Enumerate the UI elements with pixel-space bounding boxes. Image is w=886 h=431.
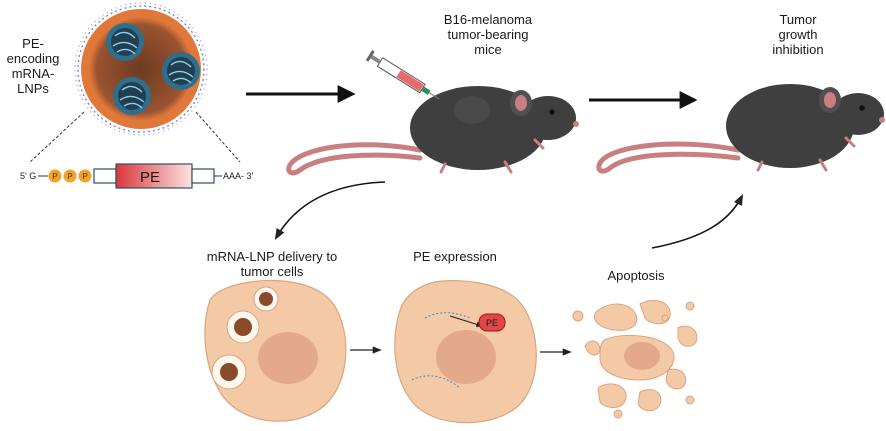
- lnp-label-line-4: LNPs: [17, 81, 49, 96]
- pe-gene-label: PE: [140, 169, 160, 186]
- phosphate-label-3: P: [82, 172, 87, 181]
- mouse-head: [520, 96, 576, 140]
- mice-label: B16-melanoma tumor-bearing mice: [428, 12, 548, 57]
- mice-label-line-1: B16-melanoma: [443, 12, 533, 27]
- delivery-label: mRNA-LNP delivery to tumor cells: [192, 249, 352, 279]
- syringe-icon: [365, 50, 440, 100]
- mouse-ear: [824, 92, 836, 108]
- lnp-label-line-2: encoding: [6, 51, 60, 66]
- delivery-label-line-2: tumor cells: [240, 264, 304, 279]
- pe-protein-label: PE: [486, 318, 498, 328]
- tumor-bump: [454, 96, 490, 124]
- nucleus: [258, 332, 318, 384]
- mice-label-line-2: tumor-bearing: [447, 27, 529, 42]
- utr-3-box: [191, 168, 215, 184]
- cell-delivery: [204, 279, 347, 422]
- cell-expression: PE: [394, 280, 537, 424]
- pe-protein: [478, 313, 506, 332]
- mouse-eye: [859, 105, 865, 111]
- lnp-label-line-3: mRNA-: [11, 66, 55, 81]
- nucleus: [436, 330, 496, 384]
- five-prime-label: 5' G: [20, 171, 36, 181]
- lnp-label-line-1: PE-: [22, 36, 44, 51]
- mouse-tail: [596, 141, 741, 174]
- mouse-eye: [549, 109, 555, 115]
- phosphate-1: [48, 169, 62, 183]
- mouse-head: [832, 93, 884, 135]
- mrna-construct: 5' G P P P PE AAA- 3': [20, 163, 254, 189]
- inhibition-label-line-3: inhibition: [772, 42, 824, 57]
- mouse-ear: [515, 95, 527, 111]
- arrow-mice-to-delivery: [274, 181, 386, 240]
- inhibition-label: Tumor growth inhibition: [758, 12, 838, 57]
- phosphate-3: [78, 169, 92, 183]
- inhibition-label-line-1: Tumor: [779, 12, 817, 27]
- arrow-apoptosis-to-inhibition: [651, 193, 744, 249]
- utr-5-box: [93, 168, 117, 184]
- phosphate-label-1: P: [52, 172, 57, 181]
- phosphate-2: [63, 169, 77, 183]
- three-prime-label: AAA- 3': [223, 171, 254, 181]
- mouse-tail: [286, 142, 423, 176]
- inhibition-label-line-2: growth: [778, 27, 818, 42]
- apoptotic-fragments: [572, 300, 698, 419]
- mouse-nose: [879, 117, 885, 123]
- mouse-nose: [573, 121, 579, 127]
- lnp-particle: [29, 2, 241, 163]
- lipid-fringe: [74, 2, 208, 136]
- phosphate-label-2: P: [67, 172, 72, 181]
- lnp-label: PE- encoding mRNA- LNPs: [4, 36, 62, 96]
- mouse-injected: [286, 86, 579, 176]
- delivery-label-line-1: mRNA-LNP delivery to: [206, 249, 338, 264]
- mouse-treated: [596, 84, 885, 174]
- expression-label: PE expression: [413, 249, 497, 264]
- mice-label-line-3: mice: [474, 42, 502, 57]
- apoptosis-label: Apoptosis: [607, 268, 665, 283]
- mrna-clusters: [106, 23, 200, 115]
